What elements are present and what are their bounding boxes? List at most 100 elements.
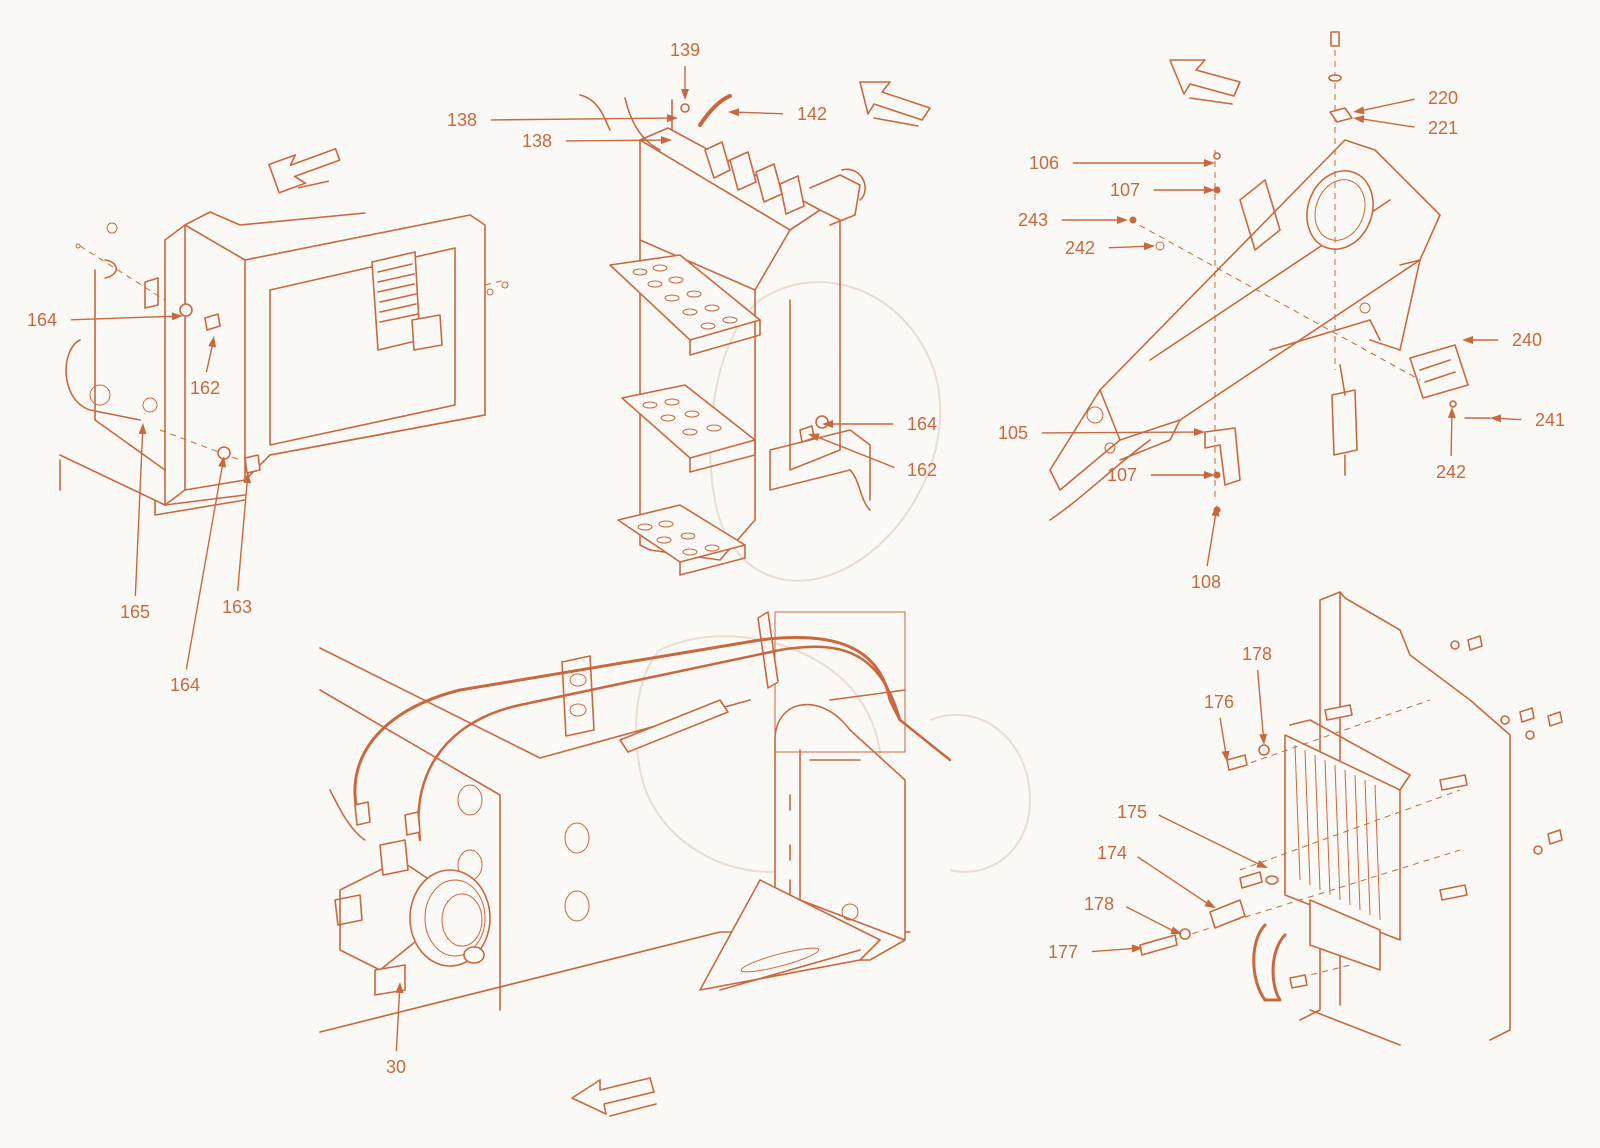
leader-arrowhead xyxy=(1256,860,1268,868)
callout-label: 142 xyxy=(797,104,827,124)
direction-arrow-center-top xyxy=(859,81,931,127)
callout-label: 164 xyxy=(170,675,200,695)
callout-138: 138 xyxy=(447,110,678,130)
leader-arrowhead xyxy=(822,420,833,428)
leader-arrowhead xyxy=(1131,944,1143,953)
callout-177: 177 xyxy=(1048,942,1143,962)
callout-139: 139 xyxy=(670,40,700,100)
leader-arrowhead xyxy=(1462,336,1473,344)
callout-176: 176 xyxy=(1204,692,1234,762)
hydraulic-motor xyxy=(334,801,491,996)
callout-163: 163 xyxy=(222,472,252,617)
leader-line xyxy=(1256,669,1265,737)
leader-arrowhead xyxy=(681,89,689,100)
leader-arrowhead xyxy=(1204,471,1215,479)
callout-label: 174 xyxy=(1097,843,1127,863)
callout-165: 165 xyxy=(120,423,150,622)
callout-162: 162 xyxy=(808,433,937,480)
callout-108: 108 xyxy=(1191,505,1221,592)
leader-line xyxy=(1498,417,1522,421)
leader-line xyxy=(1219,717,1227,754)
callout-240: 240 xyxy=(1462,330,1542,350)
callout-label: 176 xyxy=(1204,692,1234,712)
callout-138: 138 xyxy=(522,131,672,151)
callout-243: 243 xyxy=(1018,210,1128,230)
boom-arm-assembly xyxy=(1049,31,1491,521)
leader-line xyxy=(1361,98,1415,112)
direction-arrow-right-top xyxy=(1169,59,1241,105)
leader-arrowhead xyxy=(395,982,404,994)
leader-arrowhead xyxy=(1204,899,1216,908)
callout-142: 142 xyxy=(728,104,827,124)
leader-arrowhead xyxy=(728,108,740,117)
leader-arrowhead xyxy=(1447,407,1456,419)
leader-arrowhead xyxy=(1353,106,1365,115)
callout-178: 178 xyxy=(1084,894,1182,935)
step-ladder-assembly xyxy=(579,94,871,576)
callout-178: 178 xyxy=(1242,644,1272,745)
callout-221: 221 xyxy=(1353,115,1458,138)
leader-arrowhead xyxy=(1221,750,1230,762)
callout-164: 164 xyxy=(822,414,937,434)
leader-line xyxy=(1108,245,1147,249)
leader-arrowhead xyxy=(808,433,820,442)
leader-line xyxy=(70,315,175,321)
leader-line xyxy=(1091,947,1135,953)
callout-label: 107 xyxy=(1110,180,1140,200)
callout-label: 106 xyxy=(1029,153,1059,173)
leader-arrowhead xyxy=(1211,505,1220,517)
leader-line xyxy=(1125,906,1174,932)
callout-label: 138 xyxy=(522,131,552,151)
leader-line xyxy=(236,480,248,592)
callout-label: 178 xyxy=(1084,894,1114,914)
callout-label: 165 xyxy=(120,602,150,622)
callout-107: 107 xyxy=(1107,465,1215,485)
leader-line xyxy=(1158,814,1260,866)
leader-line xyxy=(565,139,664,142)
leader-arrowhead xyxy=(243,472,252,484)
leader-arrowhead xyxy=(1117,216,1128,224)
callout-label: 221 xyxy=(1428,118,1458,138)
leader-line xyxy=(1041,431,1197,434)
leader-arrowhead xyxy=(1143,242,1155,251)
callout-105: 105 xyxy=(998,423,1205,443)
callout-label: 107 xyxy=(1107,465,1137,485)
leader-line xyxy=(1450,415,1453,457)
leader-arrowhead xyxy=(1259,733,1268,745)
direction-arrow-left-top xyxy=(268,147,341,194)
leader-arrowhead xyxy=(1193,428,1205,437)
callout-label: 175 xyxy=(1117,802,1147,822)
callout-label: 105 xyxy=(998,423,1028,443)
leader-arrowhead xyxy=(208,336,217,348)
callout-162: 162 xyxy=(190,336,220,398)
leader-line xyxy=(1206,513,1217,567)
leader-line xyxy=(185,464,224,670)
callout-label: 241 xyxy=(1535,410,1565,430)
callout-164: 164 xyxy=(170,456,227,695)
callout-label: 162 xyxy=(190,378,220,398)
callout-164: 164 xyxy=(27,310,183,330)
callout-label: 163 xyxy=(222,597,252,617)
ecu-mount-assembly xyxy=(1139,591,1563,1046)
callout-107: 107 xyxy=(1110,180,1215,200)
callout-label: 164 xyxy=(907,414,937,434)
callout-label: 164 xyxy=(27,310,57,330)
callout-220: 220 xyxy=(1353,88,1458,115)
callout-30: 30 xyxy=(386,982,406,1077)
leader-arrowhead xyxy=(171,312,183,321)
callout-label: 30 xyxy=(386,1057,406,1077)
leader-line xyxy=(1361,118,1415,128)
leader-line xyxy=(134,431,144,597)
callout-242: 242 xyxy=(1065,238,1155,258)
callout-label: 162 xyxy=(907,460,937,480)
leader-arrowhead xyxy=(660,136,672,145)
callout-106: 106 xyxy=(1029,153,1215,173)
leader-arrowhead xyxy=(138,423,147,435)
callout-label: 139 xyxy=(670,40,700,60)
leader-line xyxy=(816,436,895,469)
leader-line xyxy=(205,344,214,373)
leader-line xyxy=(490,117,670,121)
callout-label: 243 xyxy=(1018,210,1048,230)
